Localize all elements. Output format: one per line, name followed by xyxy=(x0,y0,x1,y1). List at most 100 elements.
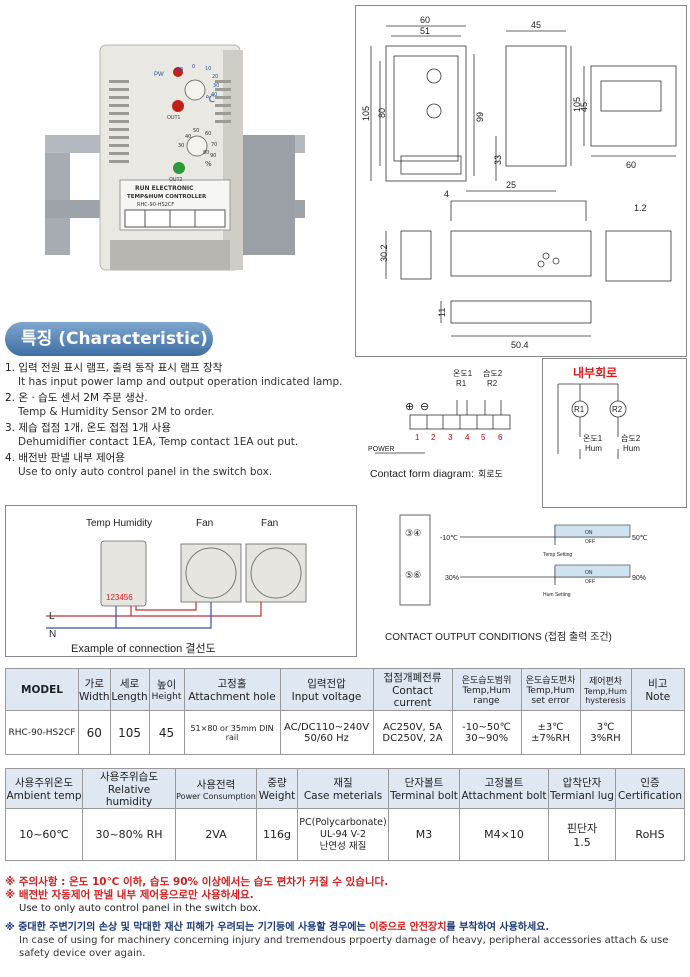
feature-en: It has input power lamp and output opera… xyxy=(18,376,343,388)
spec1-cell: 60 xyxy=(78,710,111,755)
terminal-number: 6 xyxy=(498,433,503,442)
spec2-cell: 2VA xyxy=(175,808,257,861)
dim-front-height-outer: 105 xyxy=(361,106,371,121)
dim-rail-25: 25 xyxy=(506,180,516,190)
characteristic-title: 특징 (Characteristic) xyxy=(5,322,213,356)
feature-en: Temp & Humidity Sensor 2M to order. xyxy=(18,406,215,418)
unit-celsius: ℃ xyxy=(205,95,215,105)
dim-front-width-outer: 60 xyxy=(420,15,430,25)
dial1-tick: 0 xyxy=(192,64,195,70)
dim-rail-30-2: 30.2 xyxy=(379,244,389,262)
dial1-tick: -10 xyxy=(175,67,183,73)
spec2-cell: RoHS xyxy=(615,808,685,861)
dial1-tick: 20 xyxy=(212,74,218,80)
spec1-header: MODEL xyxy=(5,668,79,711)
feature-en: Dehumidifier contact 1EA, Temp contact 1… xyxy=(18,436,299,448)
dim-front-height-right: 99 xyxy=(475,112,485,122)
spec2-cell: 10~60℃ xyxy=(5,808,83,861)
spec1-cell: -10~50℃ 30~90% xyxy=(451,710,522,755)
dim-rail-11: 11 xyxy=(437,308,447,317)
spec1-cell: RHC-90-HS2CF xyxy=(5,710,79,755)
note-3: ※ 중대한 주변기기의 손상 및 막대한 재산 피해가 우려되는 기기등에 사용… xyxy=(5,922,550,933)
contact-output-conditions: ③④ ⑤⑥ -10℃ 50℃ 30% 90% ON OFF ON OFF Tem… xyxy=(360,510,685,650)
connection-example-panel: Temp Humidity Fan Fan 123456 L N Example… xyxy=(5,505,357,657)
dial2-tick: 90 xyxy=(210,153,216,159)
dial1-tick: 30 xyxy=(213,83,219,89)
off-label-1: OFF xyxy=(585,539,595,545)
dimension-drawing-panel: 60 51 105 80 99 45 105 33 60 45 4 25 1.2… xyxy=(355,5,687,357)
spec1-cell: AC250V, 5A DC250V, 2A xyxy=(372,710,453,755)
label-fan-1: Fan xyxy=(196,518,213,529)
spec2-cell: 116g xyxy=(256,808,298,861)
int-r1: R1 xyxy=(574,405,585,414)
spec1-cell: AC/DC110~240V 50/60 Hz xyxy=(279,710,374,755)
temp-high: 50℃ xyxy=(632,535,648,542)
dial2-tick: 70 xyxy=(211,142,217,148)
dim-rail-1-2: 1.2 xyxy=(634,203,647,213)
hum-low: 30% xyxy=(445,575,459,582)
lamp-pw-label: PW xyxy=(154,72,164,78)
dial1-tick: 10 xyxy=(205,66,211,72)
r1-label: R1 xyxy=(456,379,467,388)
connection-terminals: 123456 xyxy=(106,593,133,602)
feature-en: Use to only auto control panel in the sw… xyxy=(18,466,273,478)
hum-high: 90% xyxy=(632,575,646,582)
spec1-cell: ±3℃ ±7%RH xyxy=(520,710,581,755)
temp-low: -10℃ xyxy=(440,535,458,542)
terminal-number: 3 xyxy=(448,433,453,442)
feature-item: 4. 배전반 판넬 내부 제어용 Use to only auto control… xyxy=(5,451,355,479)
internal-circuit-panel: 내부회로 R1 R2 온도1 습도2 Hum Hum xyxy=(542,358,687,508)
note-1: ※ 주의사항 : 온도 10℃ 이하, 습도 90% 이상에서는 습도 편차가 … xyxy=(5,876,389,888)
row2-terminals: ⑤⑥ xyxy=(405,570,421,580)
spec2-cell: 핀단자 1.5 xyxy=(548,808,616,861)
spec1-cell: 51×80 or 35mm DIN rail xyxy=(183,710,281,755)
r2-label: R2 xyxy=(487,379,498,388)
photo-brand-2: TEMP&HUM CONTROLLER xyxy=(127,194,207,200)
dim-rail-4: 4 xyxy=(444,189,449,199)
dial2-tick: 60 xyxy=(205,131,211,137)
contact-form-caption: Contact form diagram: xyxy=(370,468,474,480)
dim-rail-50-4: 50.4 xyxy=(511,340,529,350)
label-fan-2: Fan xyxy=(261,518,278,529)
note-2-en: Use to only auto control panel in the sw… xyxy=(19,903,262,914)
dim-front-width-inner: 51 xyxy=(420,26,430,36)
feature-item: 2. 온 · 습도 센서 2M 주문 생산.Temp & Humidity Se… xyxy=(5,391,355,419)
product-photo: PW OUT1 OUT2 ℃ % -10 0 10 20 30 40 40 50… xyxy=(45,44,305,271)
line-l: L xyxy=(49,611,55,622)
int-r2: R2 xyxy=(612,405,623,414)
unit-percent: % xyxy=(205,160,212,168)
dial1-tick: 40 xyxy=(211,92,217,98)
hum-setting: Hum Setting xyxy=(543,592,571,598)
note-3-en: In case of using for machinery concernin… xyxy=(19,935,669,959)
off-label-2: OFF xyxy=(585,579,595,585)
label-temp-humidity: Temp Humidity xyxy=(86,518,152,529)
dim-side-offset: 33 xyxy=(493,155,503,165)
connection-caption: Example of connection 결선도 xyxy=(71,642,216,655)
contact-form-diagram: 온도1 R1 습도2 R2 ⊕ ⊖ 1 2 3 4 5 6 POWER Cont… xyxy=(365,360,540,490)
dial2-tick: 30 xyxy=(178,143,184,149)
feature-ko: 4. 배전반 판넬 내부 제어용 xyxy=(5,452,125,464)
dim-side-width: 45 xyxy=(531,20,541,30)
lamp-out2-label: OUT2 xyxy=(169,177,183,183)
r1-top-label: 온도1 xyxy=(453,369,473,378)
spec1-cell: 45 xyxy=(148,710,185,755)
notes: ※ 주의사항 : 온도 10℃ 이하, 습도 90% 이상에서는 습도 편차가 … xyxy=(5,876,685,960)
dim-side-height: 105 xyxy=(572,97,582,112)
spec1-cell: 105 xyxy=(109,710,150,755)
on-label-1: ON xyxy=(585,530,593,536)
line-n: N xyxy=(49,629,56,640)
